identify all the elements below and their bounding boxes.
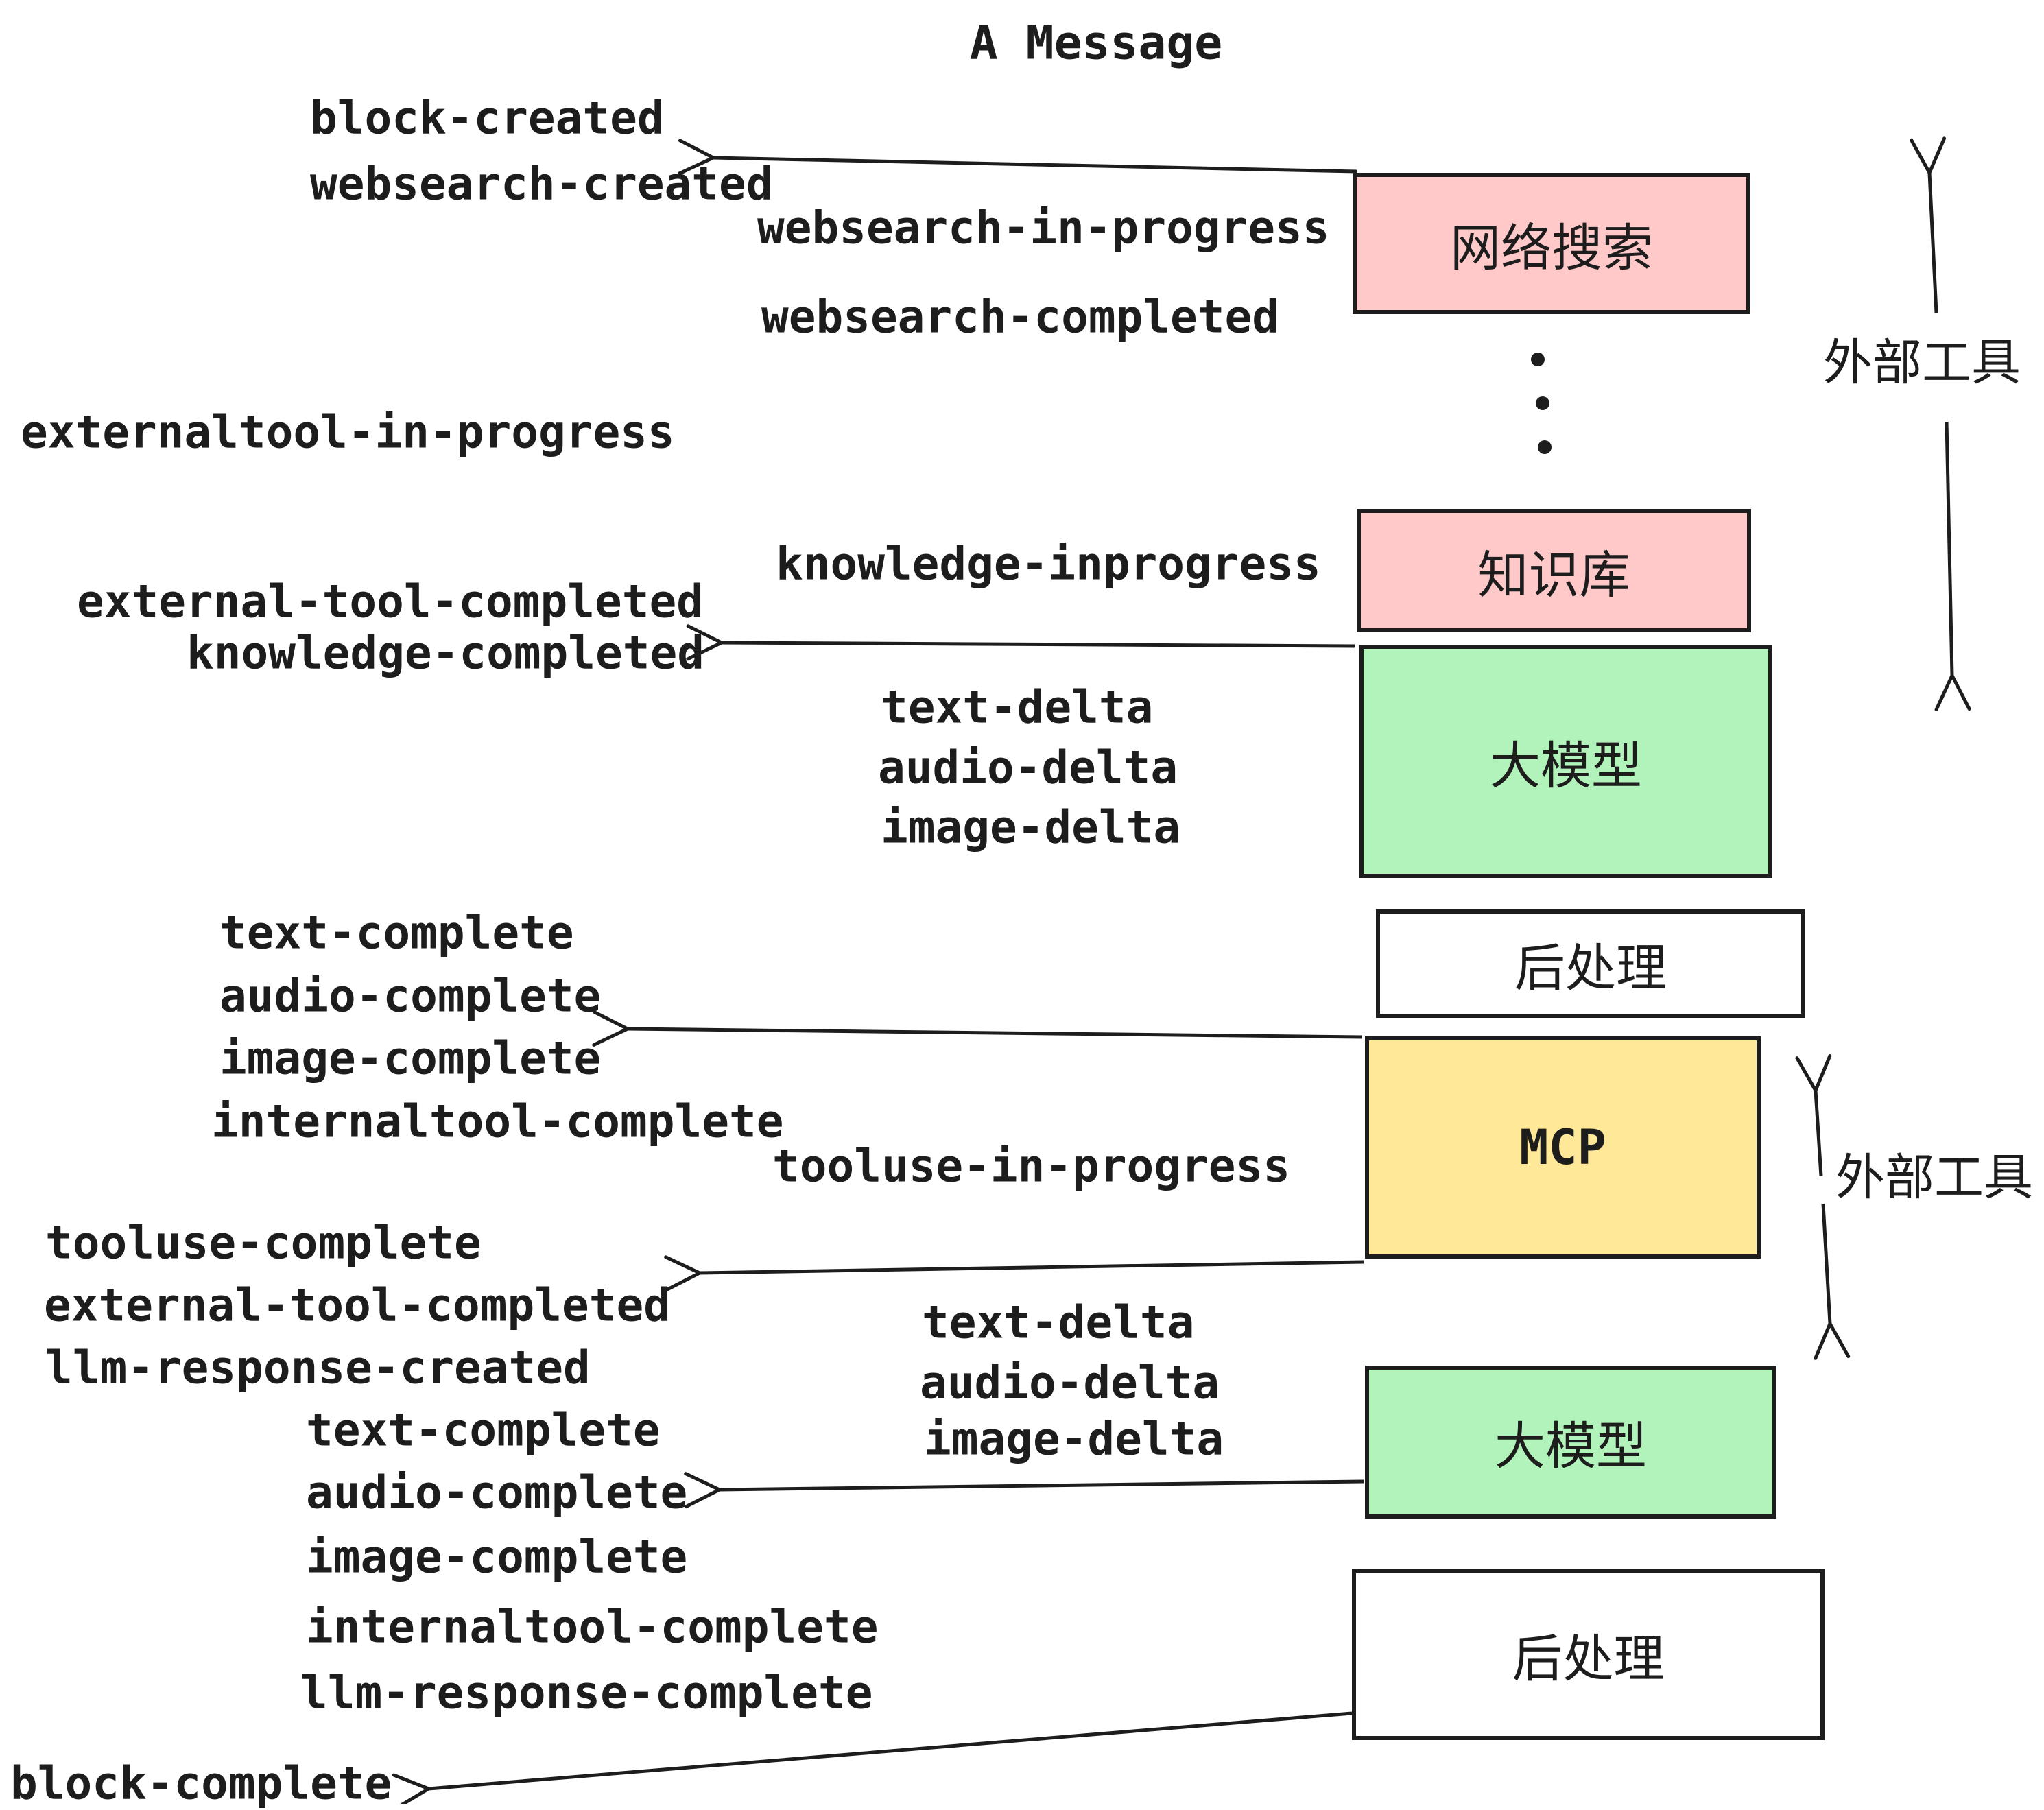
down-arrow-external-tools-2: [1823, 1203, 1830, 1324]
event-block-complete: block-complete: [10, 1757, 392, 1810]
event-external-tool-completed: external-tool-completed: [77, 575, 704, 628]
box-postprocess-1-label: 后处理: [1514, 938, 1667, 998]
box-postprocess-2: 后处理: [1352, 1569, 1825, 1740]
event-image-complete: image-complete: [219, 1032, 602, 1085]
up-arrow-external-tools-2: [1816, 1091, 1821, 1177]
arrow-llm2-to-audio-complete: [720, 1481, 1364, 1490]
event-tooluse-complete: tooluse-complete: [45, 1216, 482, 1270]
event-image-delta-2: image-delta: [924, 1412, 1224, 1466]
event-websearch-in-progress: websearch-in-progress: [757, 201, 1330, 254]
event-externaltool-in-progress: externaltool-in-progress: [21, 405, 675, 459]
event-audio-delta: audio-delta: [878, 741, 1178, 794]
event-text-complete: text-complete: [219, 906, 574, 960]
event-knowledge-completed: knowledge-completed: [187, 626, 704, 680]
box-postprocess-1: 后处理: [1376, 909, 1805, 1018]
box-llm-2-label: 大模型: [1495, 1417, 1647, 1476]
event-block-created: block-created: [310, 91, 665, 145]
box-llm-1: 大模型: [1359, 645, 1772, 878]
external-tools-annotation-1: 外部工具: [1823, 333, 2021, 392]
arrow-to-knowledge-completed: [722, 643, 1355, 646]
external-tools-annotation-2: 外部工具: [1835, 1148, 2034, 1206]
event-image-complete-2: image-complete: [306, 1530, 688, 1584]
event-image-delta: image-delta: [881, 800, 1181, 854]
event-external-tool-completed-2: external-tool-completed: [44, 1278, 671, 1332]
event-audio-complete-2: audio-complete: [306, 1466, 688, 1519]
box-mcp-label: MCP: [1519, 1119, 1606, 1176]
box-web-search: 网络搜索: [1353, 173, 1750, 314]
down-arrow-external-tools-1: [1947, 421, 1952, 676]
event-audio-delta-2: audio-delta: [920, 1356, 1220, 1409]
event-llm-response-complete: llm-response-complete: [300, 1666, 873, 1719]
arrow-websearch-to-block-created: [713, 158, 1357, 171]
box-postprocess-2-label: 后处理: [1512, 1630, 1665, 1689]
arrow-to-image-complete: [628, 1029, 1362, 1037]
box-knowledge-base: 知识库: [1357, 509, 1751, 632]
event-text-complete-2: text-complete: [306, 1403, 661, 1457]
box-web-search-label: 网络搜索: [1450, 218, 1653, 278]
arrow-mcp-to-tooluse-complete: [700, 1262, 1364, 1273]
event-websearch-created: websearch-created: [310, 157, 774, 211]
event-internaltool-complete-2: internaltool-complete: [306, 1600, 879, 1654]
event-llm-response-created: llm-response-created: [45, 1341, 591, 1394]
box-llm-2: 大模型: [1365, 1366, 1776, 1519]
event-internaltool-complete: internaltool-complete: [211, 1095, 784, 1148]
page-title: A Message: [969, 16, 1223, 71]
box-mcp: MCP: [1365, 1036, 1761, 1259]
box-knowledge-base-label: 知识库: [1477, 545, 1630, 605]
arrow-postprocess-to-block-complete: [429, 1711, 1353, 1789]
box-llm-1-label: 大模型: [1490, 736, 1642, 796]
event-tooluse-in-progress: tooluse-in-progress: [772, 1139, 1290, 1193]
vertical-ellipsis-dots: [1531, 353, 1552, 454]
event-knowledge-inprogress: knowledge-inprogress: [776, 537, 1321, 591]
event-websearch-completed: websearch-completed: [761, 290, 1279, 344]
event-text-delta-2: text-delta: [922, 1296, 1195, 1349]
up-arrow-external-tools-1: [1929, 173, 1936, 313]
event-text-delta: text-delta: [881, 680, 1154, 734]
event-audio-complete: audio-complete: [219, 969, 602, 1023]
